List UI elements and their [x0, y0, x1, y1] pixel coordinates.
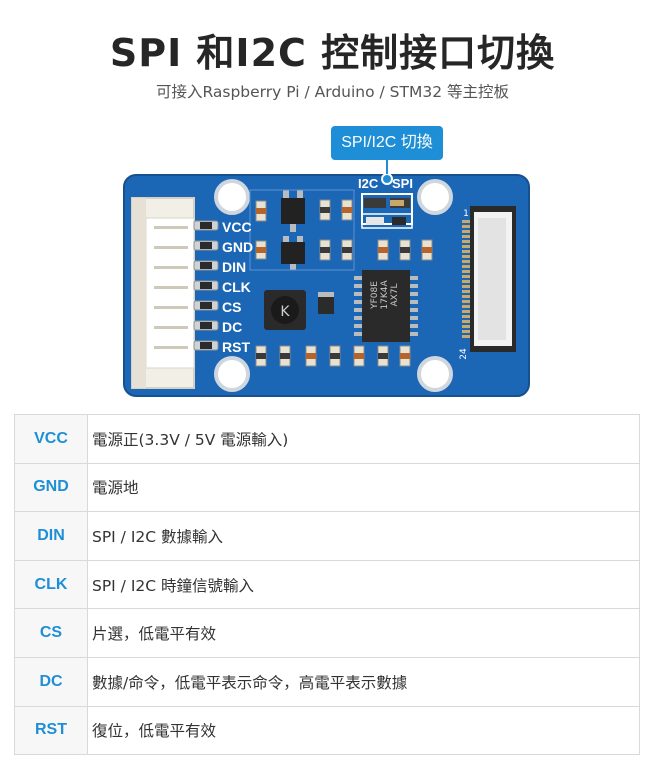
pin-name: CLK [14, 559, 88, 610]
switch-label-spi: SPI [392, 176, 413, 191]
pin-name: VCC [14, 414, 88, 464]
table-row: GND 電源地 [14, 462, 640, 513]
mounting-holes [214, 179, 453, 392]
pin-label-gnd: GND [222, 239, 254, 255]
table-row: CS 片選，低電平有效 [14, 608, 640, 658]
chip-marking-3: AX7L [390, 283, 400, 306]
svg-text:K: K [280, 304, 290, 320]
table-row: CLK SPI / I2C 時鐘信號輸入 [14, 559, 640, 610]
pcb-body [124, 175, 529, 396]
chip-marking-2: 17K4A [380, 280, 390, 310]
table-row: VCC 電源正(3.3V / 5V 電源輸入) [14, 414, 640, 464]
pin-label-cs: CS [222, 299, 242, 315]
pin-description: 電源地 [87, 462, 640, 513]
pin-name: DC [14, 656, 88, 707]
ic-chip: YF08E 17K4A AX7L [354, 270, 418, 342]
pin-label-vcc: VCC [222, 219, 252, 235]
pin-label-dc: DC [222, 319, 243, 335]
pcb-illustration: K YF08E 17K4A AX7L [123, 160, 530, 397]
page-subtitle: 可接入Raspberry Pi / Arduino / STM32 等主控板 [155, 83, 510, 101]
page-title: SPI 和I2C 控制接口切換 [109, 31, 556, 75]
table-row: DIN SPI / I2C 數據輸入 [14, 511, 640, 561]
pin-description: SPI / I2C 時鐘信號輸入 [87, 559, 640, 610]
chip-marking-1: YF08E [370, 281, 380, 310]
pin-description: 電源正(3.3V / 5V 電源輸入) [87, 414, 640, 464]
spi-i2c-switch-callout: SPI/I2C 切換 [331, 126, 443, 160]
pin-description: 片選，低電平有效 [87, 608, 640, 658]
pin-label-din: DIN [222, 259, 247, 275]
pin-description: 數據/命令，低電平表示命令，高電平表示數據 [87, 656, 640, 707]
pin-label-clk: CLK [222, 279, 251, 295]
pin-name: DIN [14, 511, 88, 561]
fpc-pin-first-label: 1 [463, 209, 469, 219]
pin-label-rst: RST [222, 339, 250, 355]
pin-name: GND [14, 462, 88, 513]
pin-name: RST [14, 705, 88, 756]
table-row: DC 數據/命令，低電平表示命令，高電平表示數據 [14, 656, 640, 707]
pin-header-connector [131, 197, 219, 389]
fpc-connector: 1 24 [459, 206, 516, 360]
pin-description: SPI / I2C 數據輸入 [87, 511, 640, 561]
inductor-component: K [264, 290, 306, 330]
fpc-pin-last-label: 24 [459, 348, 469, 360]
pin-description: 復位，低電平有效 [87, 705, 640, 756]
pin-name: CS [14, 608, 88, 658]
passive-components [255, 199, 433, 367]
board-image: K YF08E 17K4A AX7L [0, 120, 665, 410]
switch-label-i2c: I2C [358, 176, 379, 191]
transistors [281, 190, 305, 270]
table-row: RST 復位，低電平有效 [14, 705, 640, 756]
switch-jumpers [361, 160, 413, 229]
pin-description-table: VCC 電源正(3.3V / 5V 電源輸入) GND 電源地 DIN SPI … [14, 414, 640, 756]
